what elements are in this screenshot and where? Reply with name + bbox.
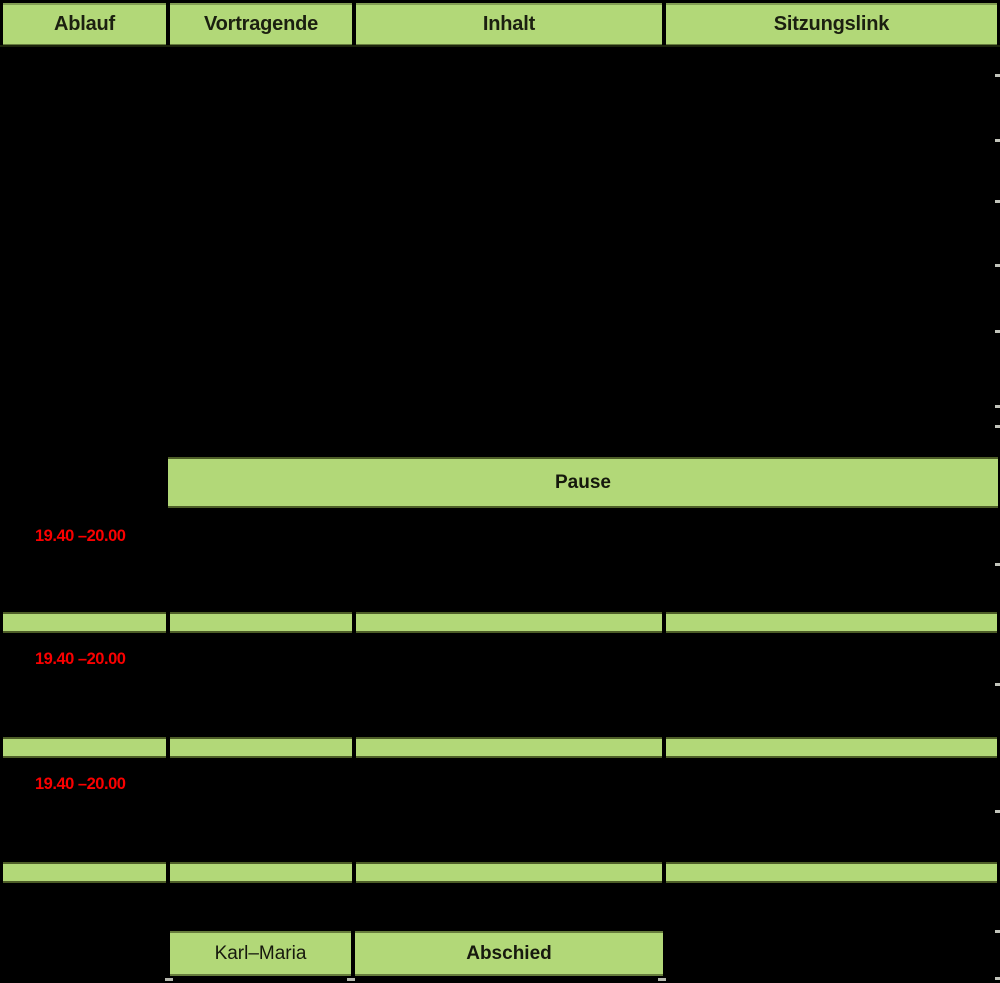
closing-inhalt-label: Abschied (466, 942, 552, 964)
column-gridline-tick (347, 978, 355, 981)
row-gridline-tick (995, 74, 1000, 77)
row-gridline-tick (995, 200, 1000, 203)
time-slot-label: 19.40 –20.00 (35, 774, 126, 793)
empty-cell (666, 612, 997, 633)
row-gridline-tick (995, 330, 1000, 333)
empty-cell (3, 862, 166, 883)
header-cell-vortragende: Vortragende (170, 3, 352, 46)
row-gridline-tick (995, 405, 1000, 408)
empty-cell (170, 612, 352, 633)
empty-cell (170, 737, 352, 758)
row-gridline-tick (995, 264, 1000, 267)
row-gridline-tick (995, 425, 1000, 428)
empty-cell (356, 862, 662, 883)
header-label-vortragende: Vortragende (203, 13, 319, 35)
time-slot-label: 19.40 –20.00 (35, 526, 126, 545)
row-gridline-tick (995, 977, 1000, 980)
header-label-inhalt: Inhalt (482, 13, 536, 35)
closing-cell-vortragende: Karl–Maria (170, 931, 351, 976)
time-slot-label: 19.40 –20.00 (35, 649, 126, 668)
empty-separator-row (3, 862, 997, 883)
empty-cell (3, 612, 166, 633)
column-gridline-tick (165, 978, 173, 981)
empty-cell (3, 737, 166, 758)
pause-label: Pause (555, 471, 611, 493)
pause-row: Pause (168, 457, 998, 508)
empty-cell (356, 737, 662, 758)
column-gridline-tick (658, 978, 666, 981)
empty-cell (666, 862, 997, 883)
header-cell-sitzungslink: Sitzungslink (666, 3, 997, 46)
empty-cell (666, 737, 997, 758)
table-header-row: Ablauf Vortragende Inhalt Sitzungslink (3, 3, 997, 46)
header-label-ablauf: Ablauf (53, 13, 116, 35)
row-gridline-tick (995, 139, 1000, 142)
row-gridline-tick (995, 810, 1000, 813)
header-cell-inhalt: Inhalt (356, 3, 662, 46)
header-label-sitzungslink: Sitzungslink (773, 13, 890, 35)
closing-vortragende-label: Karl–Maria (214, 942, 307, 964)
empty-cell (356, 612, 662, 633)
row-gridline-tick (995, 930, 1000, 933)
row-gridline-tick (995, 563, 1000, 566)
closing-cell-inhalt: Abschied (355, 931, 663, 976)
empty-separator-row (3, 737, 997, 758)
empty-cell (170, 862, 352, 883)
header-cell-ablauf: Ablauf (3, 3, 166, 46)
row-gridline-tick (995, 683, 1000, 686)
empty-separator-row (3, 612, 997, 633)
header-underline (0, 45, 1000, 47)
